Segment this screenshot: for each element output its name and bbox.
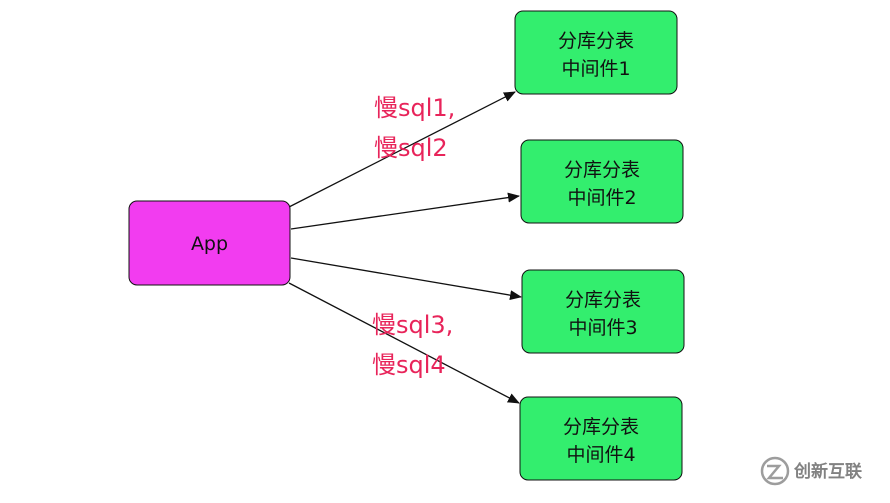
middleware-node-3: 分库分表 中间件3 <box>521 269 685 354</box>
edge-label-bottom-line2: 慢sql4 <box>372 351 446 379</box>
edge-app-to-middleware-3 <box>290 257 522 301</box>
middleware-2-line2: 中间件2 <box>567 187 636 209</box>
middleware-1-line1: 分库分表 <box>558 30 634 52</box>
middleware-2-line1: 分库分表 <box>564 159 640 181</box>
edge-label-bottom: 慢sql3, 慢sql4 <box>372 311 453 379</box>
watermark-text: 创新互联 <box>793 461 862 482</box>
edge-app-to-middleware-2 <box>290 192 520 230</box>
middleware-node-1: 分库分表 中间件1 <box>514 10 678 95</box>
edge-app-to-middleware-4 <box>288 282 520 404</box>
middleware-1-line2: 中间件1 <box>561 58 630 80</box>
edge-label-top: 慢sql1, 慢sql2 <box>374 94 455 162</box>
watermark-logo-icon <box>760 456 790 486</box>
app-node: App <box>128 200 291 286</box>
middleware-4-line1: 分库分表 <box>563 416 639 438</box>
middleware-node-2: 分库分表 中间件2 <box>520 139 684 224</box>
middleware-3-line1: 分库分表 <box>565 289 641 311</box>
watermark: 创新互联 <box>760 456 862 486</box>
edge-label-top-line2: 慢sql2 <box>374 134 448 162</box>
edge-label-bottom-line1: 慢sql3, <box>372 311 453 339</box>
middleware-3-line2: 中间件3 <box>568 317 637 339</box>
edge-app-to-middleware-1 <box>288 91 516 208</box>
middleware-4-line2: 中间件4 <box>566 444 635 466</box>
middleware-node-4: 分库分表 中间件4 <box>519 396 683 481</box>
edge-label-top-line1: 慢sql1, <box>374 94 455 122</box>
app-label: App <box>191 233 228 255</box>
